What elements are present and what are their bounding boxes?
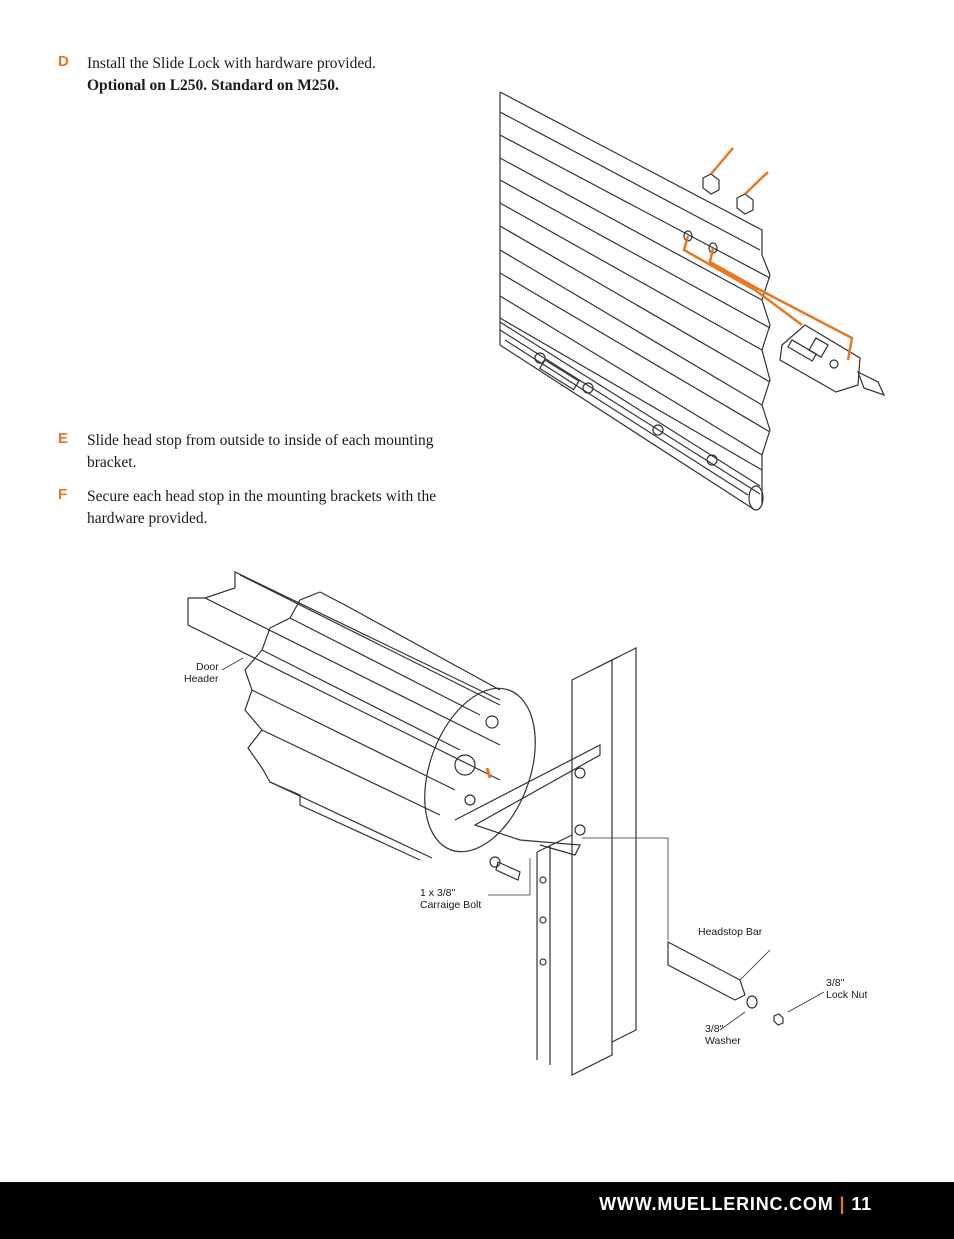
step-e: E Slide head stop from outside to inside… (58, 430, 478, 474)
page-number: 11 (851, 1194, 872, 1214)
label-washer-1: 3/8" (705, 1023, 724, 1035)
label-washer-2: Washer (705, 1035, 741, 1047)
footer-text: WWW.MUELLERINC.COM|11 (599, 1194, 872, 1215)
label-carriage-bolt-1: 1 x 3/8" (420, 887, 456, 899)
step-letter: D (58, 53, 69, 70)
head-stop-diagram: Door Header 1 x 3/8" Carraige Bolt Heads… (184, 571, 868, 1076)
footer-url[interactable]: WWW.MUELLERINC.COM (599, 1194, 834, 1214)
label-lock-nut-2: Lock Nut (826, 989, 868, 1001)
label-door-header-2: Header (184, 673, 219, 685)
step-e-text: Slide head stop from outside to inside o… (87, 432, 434, 471)
step-d-note: Optional on L250. Standard on M250. (87, 77, 339, 94)
label-carriage-bolt-2: Carraige Bolt (420, 899, 481, 911)
slide-lock-diagram (499, 91, 886, 511)
page-footer: WWW.MUELLERINC.COM|11 (0, 1182, 954, 1239)
step-d-text: Install the Slide Lock with hardware pro… (87, 55, 376, 72)
label-lock-nut-1: 3/8" (826, 977, 845, 989)
label-headstop-bar: Headstop Bar (698, 926, 763, 938)
label-door-header-1: Door (196, 661, 219, 673)
step-f: F Secure each head stop in the mounting … (58, 486, 478, 530)
step-f-text: Secure each head stop in the mounting br… (87, 488, 437, 527)
step-d: D Install the Slide Lock with hardware p… (58, 53, 478, 97)
footer-separator: | (839, 1194, 846, 1214)
step-letter: E (58, 430, 69, 447)
step-letter: F (58, 486, 68, 503)
